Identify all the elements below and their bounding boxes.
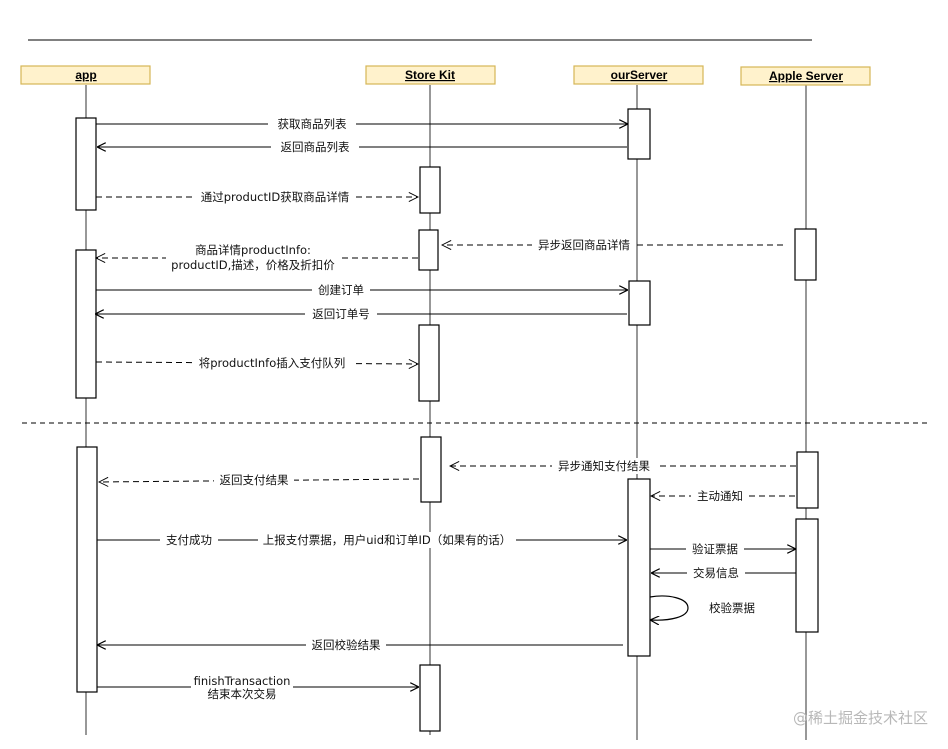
watermark: @稀土掘金技术社区 [793, 709, 928, 727]
message-async-payment-result-label: 异步通知支付结果 [558, 459, 650, 473]
message-insert-payment-queue-label: 将productInfo插入支付队列 [199, 356, 346, 370]
message-async-return-details: 异步返回商品详情 [442, 237, 783, 253]
participant-app: app [20, 65, 151, 85]
message-report-receipt: 支付成功 上报支付票据，用户uid和订单ID（如果有的话） [97, 532, 626, 548]
activation-ourserver-2 [628, 280, 651, 326]
message-return-verify-result-label: 返回校验结果 [312, 638, 381, 652]
message-create-order: 创建订单 [96, 282, 627, 298]
message-create-order-label: 创建订单 [318, 283, 364, 297]
participant-appleserver: Apple Server [740, 66, 871, 86]
activation-app-3 [76, 446, 98, 693]
participant-headers: app Store Kit ourServer Apple Server [20, 65, 871, 86]
message-fetch-product-details-label: 通过productID获取商品详情 [201, 190, 350, 204]
activation-storekit-5 [419, 664, 441, 732]
message-finish-transaction-label-2: 结束本次交易 [208, 687, 277, 701]
message-async-return-details-label: 异步返回商品详情 [538, 238, 630, 252]
activation-storekit-4 [420, 436, 442, 503]
participant-app-label: app [75, 68, 96, 82]
participant-ourserver: ourServer [573, 65, 704, 85]
message-async-payment-result: 异步通知支付结果 [450, 458, 796, 474]
message-active-notify-label: 主动通知 [697, 489, 743, 503]
message-product-info-label-2: productID,描述，价格及折扣价 [171, 258, 335, 272]
message-verify-receipt: 验证票据 [650, 541, 795, 557]
message-active-notify: 主动通知 [651, 488, 795, 504]
message-payment-success-label: 支付成功 [166, 533, 212, 547]
message-product-info-label-1: 商品详情productInfo: [195, 243, 311, 257]
message-get-product-list-label: 获取商品列表 [278, 117, 347, 131]
activation-appleserver-3 [795, 518, 819, 633]
activation-appleserver-1 [794, 228, 817, 281]
activation-ourserver-1 [627, 108, 651, 160]
message-return-order-id: 返回订单号 [96, 306, 627, 322]
participant-storekit: Store Kit [365, 65, 496, 85]
message-self-check-receipt-label: 校验票据 [709, 601, 755, 615]
message-report-receipt-label: 上报支付票据，用户uid和订单ID（如果有的话） [263, 533, 512, 547]
participant-ourserver-label: ourServer [611, 68, 668, 82]
activation-app-1 [75, 117, 97, 211]
message-verify-receipt-label: 验证票据 [692, 542, 738, 556]
activation-storekit-3 [418, 324, 440, 402]
message-insert-payment-queue: 将productInfo插入支付队列 [95, 355, 418, 371]
message-get-product-list: 获取商品列表 [96, 116, 627, 132]
message-transaction-info-label: 交易信息 [693, 566, 739, 580]
activation-app-2 [75, 249, 97, 399]
activation-storekit-1 [419, 166, 441, 214]
activation-appleserver-2 [796, 451, 819, 509]
message-return-payment-result: 返回支付结果 [99, 472, 420, 488]
participant-appleserver-label: Apple Server [769, 69, 843, 83]
message-return-product-list: 返回商品列表 [98, 139, 627, 155]
message-finish-transaction: finishTransaction 结束本次交易 [97, 672, 418, 702]
message-return-product-list-label: 返回商品列表 [281, 140, 350, 154]
activations [75, 108, 819, 732]
message-return-payment-result-label: 返回支付结果 [220, 473, 289, 487]
activation-storekit-2 [418, 229, 439, 271]
message-fetch-product-details: 通过productID获取商品详情 [96, 189, 418, 205]
message-finish-transaction-label-1: finishTransaction [194, 674, 291, 688]
activation-ourserver-3 [627, 478, 651, 657]
message-product-info: 商品详情productInfo: productID,描述，价格及折扣价 [96, 241, 418, 273]
lifelines [85, 85, 807, 740]
participant-storekit-label: Store Kit [405, 68, 455, 82]
message-self-check-receipt: 校验票据 [650, 595, 755, 620]
messages: 获取商品列表 返回商品列表 通过productID获取商品详情 异步返回商品详情… [96, 116, 796, 702]
message-return-verify-result: 返回校验结果 [98, 637, 623, 653]
message-transaction-info: 交易信息 [652, 565, 796, 581]
message-return-order-id-label: 返回订单号 [312, 307, 370, 321]
